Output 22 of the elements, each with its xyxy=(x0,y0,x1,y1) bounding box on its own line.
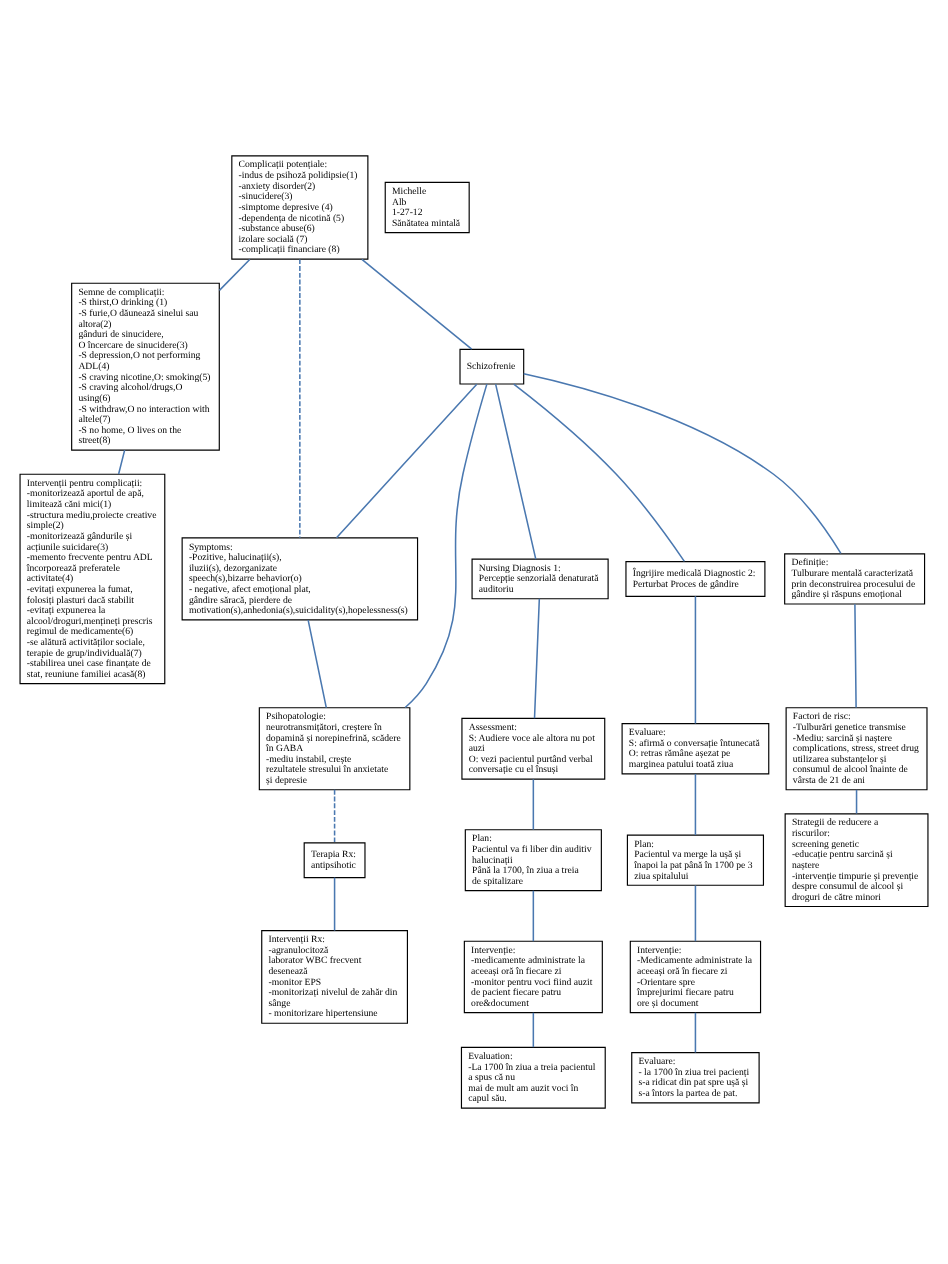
connector xyxy=(532,889,535,942)
connector xyxy=(513,383,686,563)
connector xyxy=(333,789,336,844)
connector xyxy=(404,383,488,709)
connector xyxy=(694,595,697,725)
connector xyxy=(694,1012,697,1054)
connector xyxy=(333,876,336,932)
connector xyxy=(532,778,535,831)
connector xyxy=(855,789,858,815)
connector xyxy=(522,373,842,555)
connector xyxy=(335,383,478,539)
connector xyxy=(532,1012,535,1048)
connector xyxy=(533,598,541,719)
connector xyxy=(854,603,857,709)
connector xyxy=(307,619,328,709)
connector xyxy=(494,383,537,560)
connector xyxy=(299,258,301,539)
connector xyxy=(218,258,251,292)
connector xyxy=(361,258,473,350)
connector xyxy=(117,449,126,475)
connector xyxy=(694,773,697,836)
connector xyxy=(694,884,697,942)
